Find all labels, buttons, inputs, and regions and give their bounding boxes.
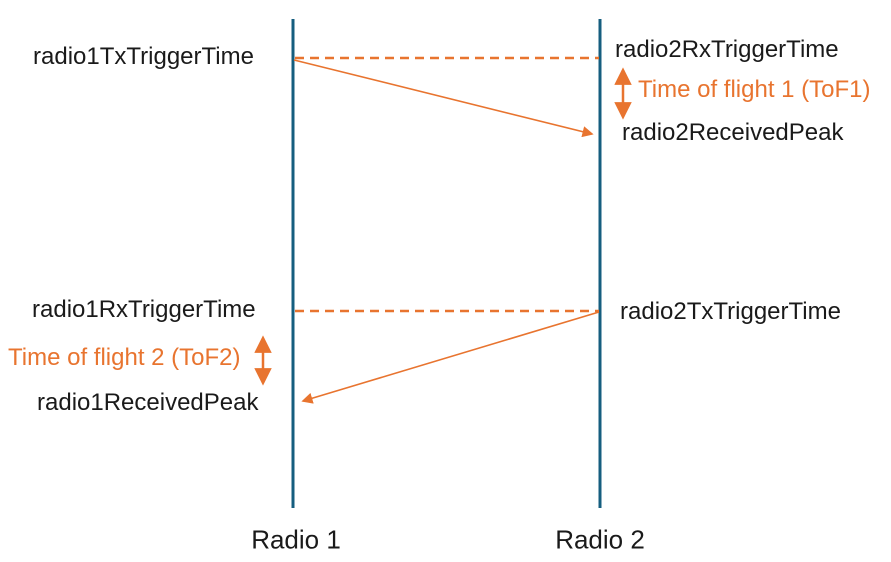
radio1-rx-trigger-label: radio1RxTriggerTime [32, 295, 256, 323]
radio2-received-peak-label: radio2ReceivedPeak [622, 118, 844, 146]
radio2-tx-trigger-label: radio2TxTriggerTime [620, 297, 841, 325]
radio2-axis-label: Radio 2 [555, 524, 645, 555]
tof2-annotation: Time of flight 2 (ToF2) [8, 343, 241, 371]
radio1-tx-trigger-label: radio1TxTriggerTime [33, 42, 254, 70]
radio2-rx-trigger-label: radio2RxTriggerTime [615, 35, 839, 63]
radio1-axis-label: Radio 1 [251, 524, 341, 555]
signal1-flight-arrow [293, 59, 594, 138]
tof1-annotation: Time of flight 1 (ToF1) [638, 75, 871, 103]
radio1-received-peak-label: radio1ReceivedPeak [37, 388, 259, 416]
signal2-flight-arrow [301, 311, 600, 404]
